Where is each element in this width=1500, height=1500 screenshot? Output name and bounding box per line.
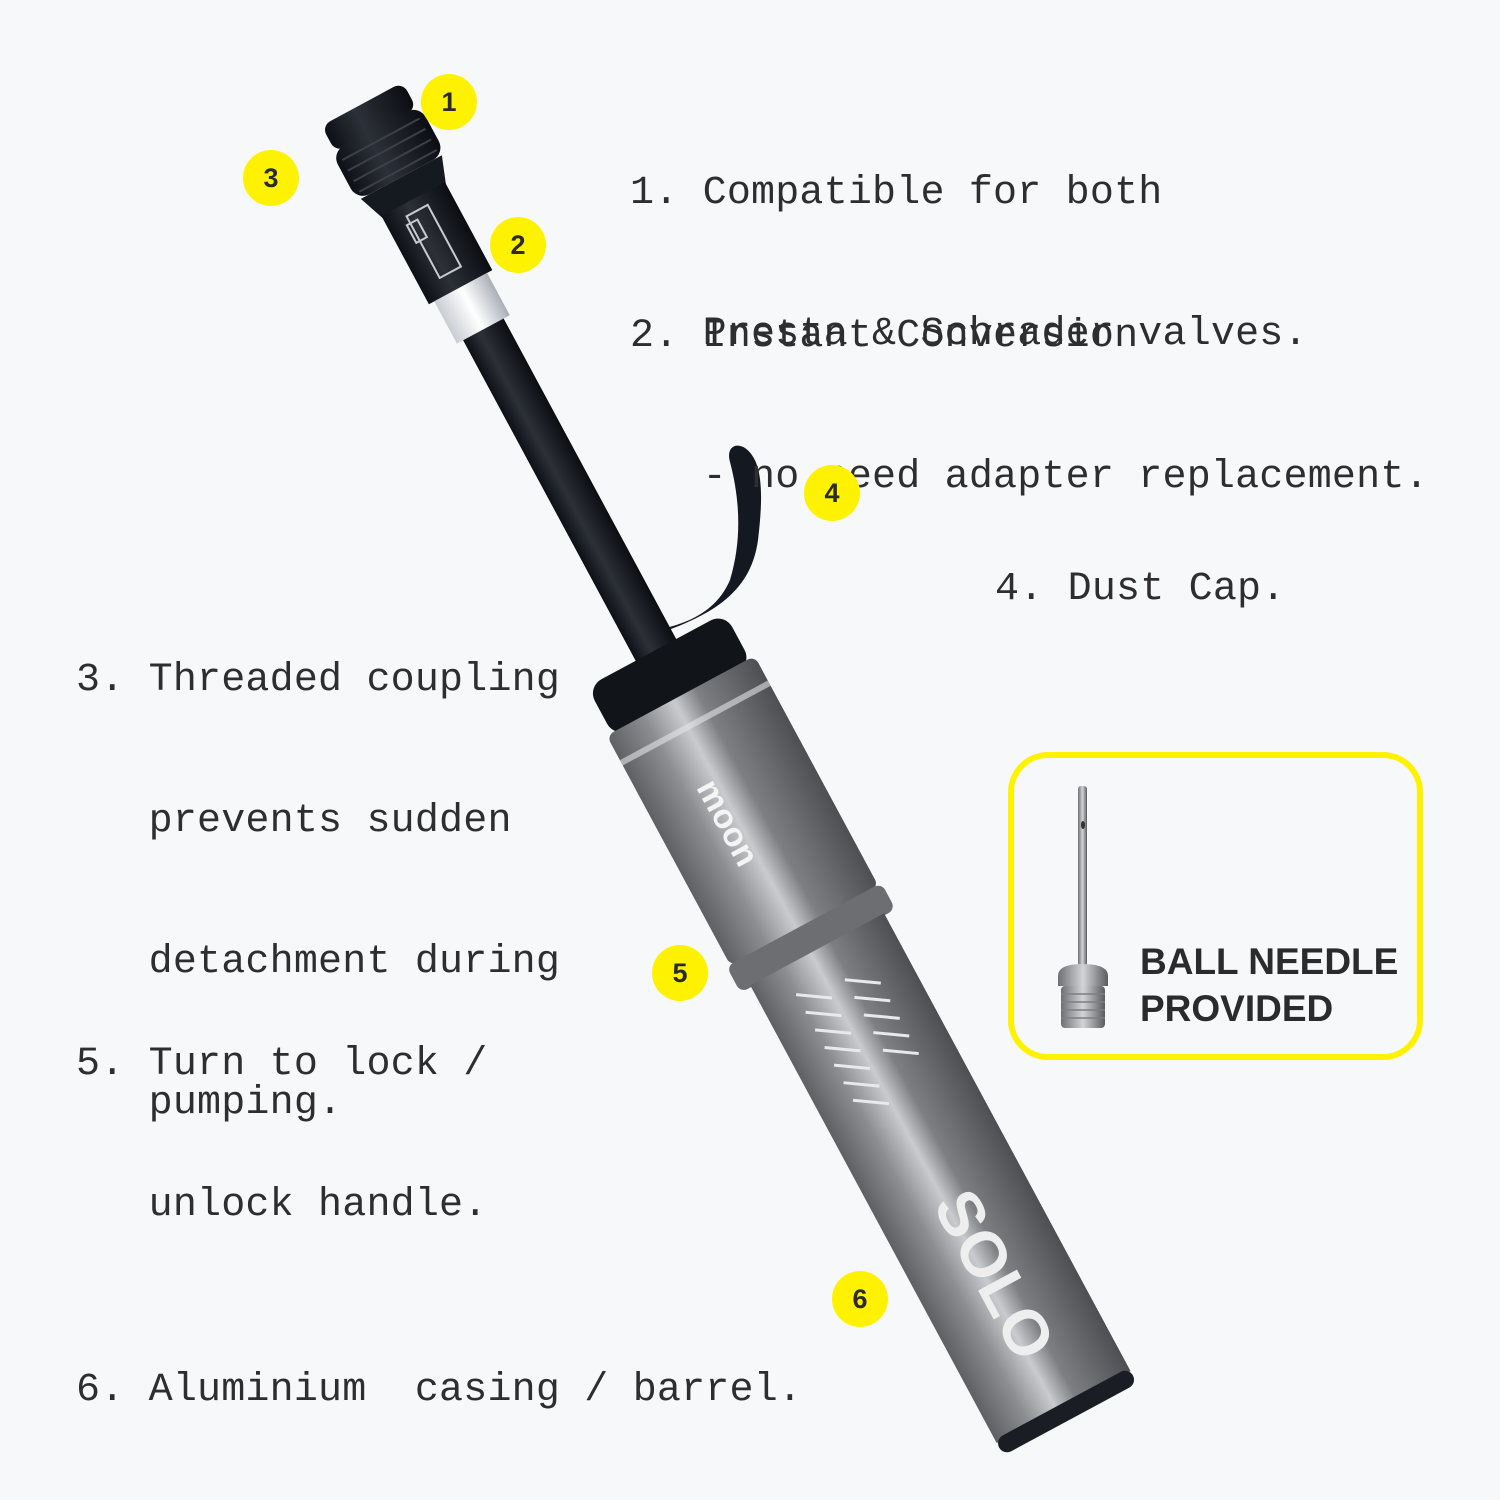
feature-6-line-1: 6. Aluminium casing / barrel. <box>76 1368 803 1413</box>
badge-5: 5 <box>652 945 708 1001</box>
feature-3: 3. Threaded coupling prevents sudden det… <box>76 563 560 1174</box>
feature-5-line-2: unlock handle. <box>76 1183 488 1228</box>
feature-5-line-1: 5. Turn to lock / <box>76 1042 488 1087</box>
end-cap <box>998 1370 1135 1453</box>
feature-5: 5. Turn to lock / unlock handle. <box>76 947 487 1276</box>
aluminium-barrel <box>750 913 1131 1444</box>
feature-3-line-3: detachment during <box>76 940 561 985</box>
feature-3-line-1: 3. Threaded coupling <box>76 658 561 703</box>
clear-ring <box>434 272 510 344</box>
threaded-coupling <box>336 109 441 196</box>
lock-ring <box>729 885 893 990</box>
ball-needle-callout: BALL NEEDLE PROVIDED <box>1008 752 1423 1060</box>
handle-collar <box>592 618 747 733</box>
ball-needle-image <box>1058 786 1108 1028</box>
ball-needle-label: BALL NEEDLE PROVIDED <box>1140 938 1398 1032</box>
feature-6: 6. Aluminium casing / barrel. <box>76 1273 802 1461</box>
feature-4-line-1: 4. Dust Cap. <box>995 567 1286 612</box>
feature-1-line-1: 1. Compatible for both <box>630 171 1163 216</box>
feature-3-line-4: pumping. <box>76 1081 343 1126</box>
dust-cap <box>640 445 762 640</box>
badge-1: 1 <box>421 74 477 130</box>
feature-4: 4. Dust Cap. <box>995 472 1285 660</box>
badge-4: 4 <box>804 465 860 521</box>
feature-1: 1. Compatible for both Presta & Schrader… <box>630 76 1308 405</box>
hose-rod <box>463 318 680 667</box>
badge-2: 2 <box>490 217 546 273</box>
badge-3: 3 <box>243 150 299 206</box>
ball-needle-line-2: PROVIDED <box>1140 988 1334 1029</box>
feature-1-line-2: Presta & Schrader valves. <box>630 312 1308 357</box>
feature-3-line-2: prevents sudden <box>76 799 512 844</box>
feature-2-line-1: 2. Instant Conversion <box>630 314 1139 359</box>
head-body <box>381 182 493 305</box>
ball-needle-line-1: BALL NEEDLE <box>1140 941 1399 982</box>
valve-head <box>325 85 414 149</box>
badge-6: 6 <box>832 1271 888 1327</box>
